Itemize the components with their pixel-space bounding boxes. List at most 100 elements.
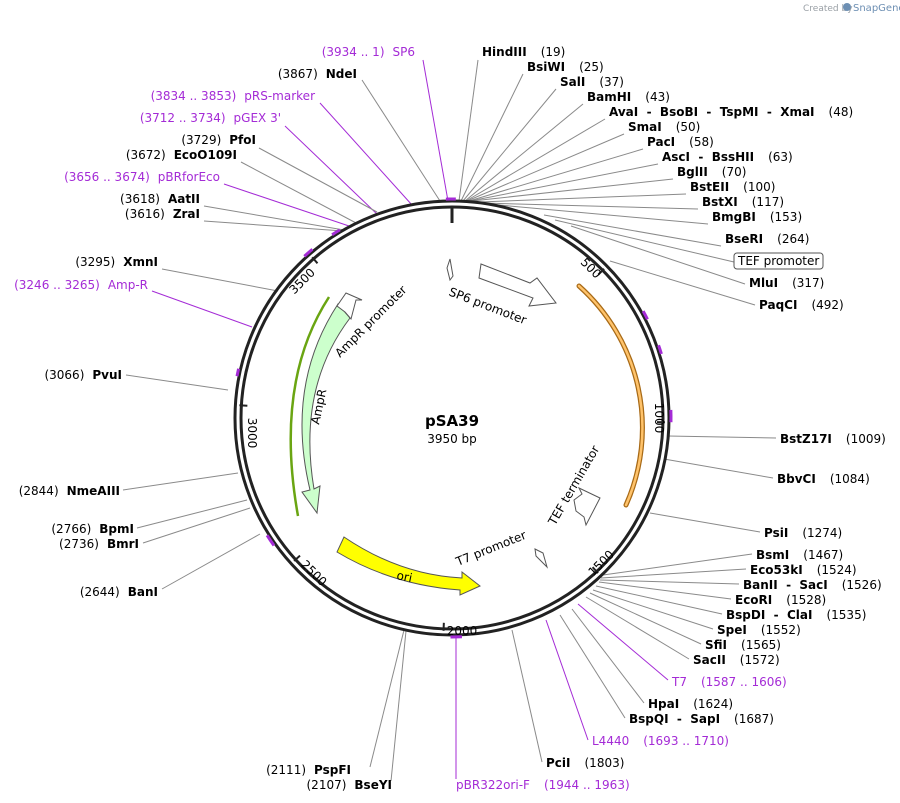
site-label: (3066)PvuI: [44, 368, 122, 382]
tick-label-1000: 1000: [652, 403, 666, 434]
leader-line: [598, 581, 732, 600]
site-label: (3712 .. 3734)pGEX 3': [140, 111, 281, 125]
leader-line: [466, 133, 625, 202]
leader-line: [284, 125, 379, 216]
leader-line: [361, 79, 441, 202]
site-label: (3295)XmnI: [75, 255, 158, 269]
site-label: PciI(1803): [546, 756, 624, 770]
plasmid-size: 3950 bp: [427, 432, 477, 446]
site-label: (2107)BseYI: [307, 778, 393, 792]
leader-line: [602, 553, 753, 576]
feature-label-ori: ori: [395, 568, 413, 585]
site-label: (3246 .. 3265)Amp-R: [14, 278, 148, 292]
site-label: PaqCI(492): [759, 298, 844, 312]
leader-line: [599, 579, 740, 585]
leader-line: [142, 507, 251, 544]
site-label: SpeI(1552): [717, 623, 801, 637]
leader-line: [469, 163, 659, 202]
left-labels: (3934 .. 1)SP6 (3867)NdeI (3834 .. 3853)…: [14, 45, 415, 792]
leader-line: [125, 374, 229, 391]
feature-label-tef-terminator: TEF terminator: [545, 443, 602, 528]
primer-site-mark: [235, 368, 241, 377]
leader-line: [663, 458, 774, 479]
leader-line: [390, 630, 407, 782]
tick-marks: [239, 207, 665, 631]
site-label: (2111)PspFI: [266, 763, 351, 777]
backbone-outer-strand: [233, 199, 671, 637]
leader-line: [554, 219, 735, 263]
site-label: PsiI(1274): [764, 526, 842, 540]
tick-label-3000: 3000: [245, 418, 259, 449]
leader-line: [223, 183, 353, 228]
leader-line: [609, 260, 756, 306]
tick-mark: [597, 268, 605, 276]
leader-line: [203, 220, 344, 232]
site-label: (2766)BpmI: [51, 522, 134, 536]
site-label: BamHI(43): [587, 90, 670, 104]
site-label: BanII - SacI(1526): [743, 578, 882, 592]
primer-site-mark: [265, 534, 276, 547]
site-label: SfiI(1565): [705, 638, 781, 652]
ampr-outer-strand-mark: [289, 296, 331, 517]
leader-line: [258, 147, 378, 213]
site-label: (3656 .. 3674)pBRforEco: [64, 170, 220, 184]
site-label: BmgBI(153): [712, 210, 802, 224]
primer-site-marks: [235, 197, 673, 639]
credit-prefix: Created by: [803, 4, 853, 14]
site-label: PacI(58): [647, 135, 714, 149]
leader-line: [649, 512, 761, 533]
site-label: BseRI(264): [725, 232, 809, 246]
site-label: EcoRI(1528): [735, 593, 826, 607]
site-label: BstZ17I(1009): [780, 432, 886, 446]
leader-line: [511, 629, 543, 763]
leader-line: [136, 499, 248, 529]
ori-arrow: [336, 536, 481, 596]
site-label: (3834 .. 3853)pRS-marker: [151, 89, 315, 103]
leader-line: [319, 102, 413, 206]
credit-brand: SnapGene: [853, 3, 900, 14]
site-label: (2644)BanI: [80, 585, 158, 599]
t7-promoter-arrow: [534, 548, 549, 569]
leader-line: [559, 614, 626, 719]
site-label: T7(1587 .. 1606): [671, 675, 787, 689]
leader-line: [161, 268, 279, 292]
leader-line: [458, 59, 479, 202]
right-labels: HindIII(19) BsiWI(25) SalI(37) BamHI(43)…: [456, 45, 886, 792]
primer-site-mark: [303, 248, 314, 258]
leader-line: [600, 568, 747, 579]
site-label: HindIII(19): [482, 45, 565, 59]
leader-line: [570, 225, 746, 285]
tick-label-2000: 2000: [447, 624, 478, 638]
leader-line: [545, 619, 589, 741]
leader-line: [481, 202, 699, 210]
site-label: MluI(317): [749, 276, 824, 290]
tef-promoter-label-box: [733, 252, 824, 270]
site-label: pBR322ori-F(1944 .. 1963): [456, 778, 630, 792]
tick-mark: [293, 554, 301, 562]
site-label: SalI(37): [560, 75, 624, 89]
leader-line: [595, 585, 723, 615]
leader-line: [462, 88, 557, 202]
sp6-promoter-small-arrow: [446, 258, 454, 282]
ampr-promoter-arrow: [336, 292, 363, 321]
site-label: AscI - BssHII(63): [662, 150, 793, 164]
leader-line: [667, 435, 777, 439]
site-label: BsmI(1467): [756, 548, 843, 562]
primer-site-mark: [657, 344, 663, 355]
leader-line: [460, 73, 524, 202]
leader-line: [543, 214, 722, 247]
primer-site-mark: [331, 228, 341, 237]
leader-line: [487, 203, 709, 225]
site-label: BstEII(100): [690, 180, 775, 194]
leader-line: [571, 608, 645, 704]
site-label: (2844)NmeAIII: [19, 484, 120, 498]
leader-line: [240, 161, 359, 225]
feature-label-t7-promoter: T7 promoter: [453, 528, 528, 569]
site-label: BstXI(117): [702, 195, 784, 209]
site-label: (3934 .. 1)SP6: [322, 45, 415, 59]
sp6-promoter-arrow: [478, 263, 557, 307]
tef-terminator-arrow: [573, 486, 601, 527]
leader-line: [203, 205, 345, 231]
site-label: L4440(1693 .. 1710): [592, 734, 729, 748]
leader-line: [369, 629, 405, 768]
